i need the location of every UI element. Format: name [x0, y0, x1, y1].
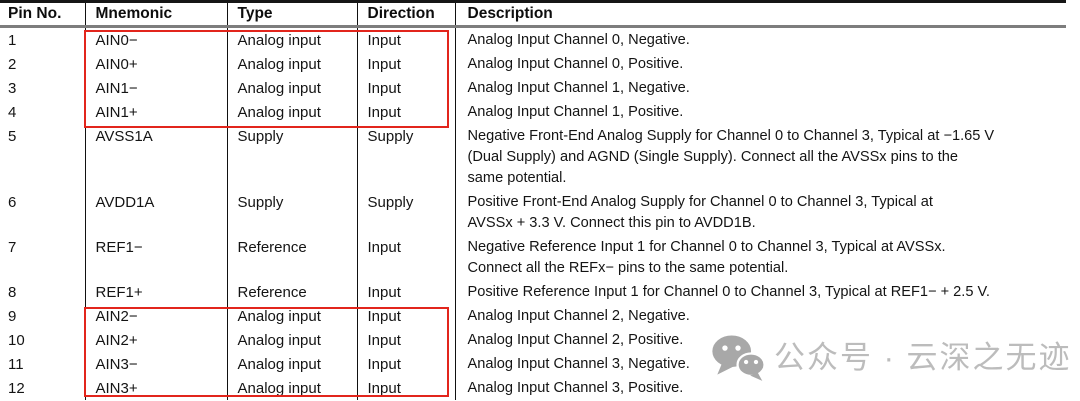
- description-line: Analog Input Channel 2, Positive.: [467, 332, 684, 348]
- cell-direction: Supply: [356, 124, 455, 190]
- description-line: Negative Reference Input 1 for Channel 0…: [467, 239, 946, 255]
- description-line: Analog Input Channel 3, Positive.: [467, 380, 684, 396]
- cell-pin: 3: [8, 80, 17, 97]
- cell-description: Analog Input Channel 1, Positive.: [454, 100, 1066, 124]
- cell-type: Reference: [226, 235, 357, 280]
- cell-type: Analog input: [226, 376, 357, 400]
- cell-pin: 10: [8, 332, 25, 349]
- cell-description: Positive Front-End Analog Supply for Cha…: [454, 190, 1066, 235]
- cell-mnemonic: AIN0+: [84, 52, 227, 76]
- cell-mnemonic: AIN1−: [84, 76, 227, 100]
- column-header-mnemonic: Mnemonic: [84, 1, 227, 28]
- cell-pin: 8: [8, 284, 17, 301]
- cell-direction: Input: [356, 280, 455, 304]
- cell-direction: Input: [356, 352, 455, 376]
- cell-type: Analog input: [226, 352, 357, 376]
- cell-mnemonic: AIN2+: [84, 328, 227, 352]
- cell-mnemonic: AIN3−: [84, 352, 227, 376]
- cell-pin: 1: [8, 32, 17, 49]
- cell-direction: Input: [356, 304, 455, 328]
- cell-mnemonic: REF1−: [84, 235, 227, 280]
- description-line: Analog Input Channel 2, Negative.: [467, 308, 690, 324]
- cell-direction: Input: [356, 26, 455, 52]
- cell-pin: 9: [8, 308, 17, 325]
- cell-mnemonic: AIN1+: [84, 100, 227, 124]
- cell-pin: 6: [8, 194, 17, 211]
- cell-description: Negative Reference Input 1 for Channel 0…: [454, 235, 1066, 280]
- column-header-description: Description: [454, 1, 1066, 28]
- cell-description: Analog Input Channel 1, Negative.: [454, 76, 1066, 100]
- description-line: Positive Reference Input 1 for Channel 0…: [467, 284, 990, 300]
- table-header: Pin No. Mnemonic Type Direction Descript…: [0, 1, 1066, 28]
- cell-type: Analog input: [226, 328, 357, 352]
- cell-description: Analog Input Channel 2, Negative.: [454, 304, 1066, 328]
- cell-description: Analog Input Channel 2, Positive.: [454, 328, 1066, 352]
- description-line: Connect all the REFx− pins to the same p…: [467, 260, 789, 276]
- cell-direction: Input: [356, 376, 455, 400]
- column-header-type: Type: [226, 1, 357, 28]
- column-header-direction: Direction: [356, 1, 455, 28]
- cell-pin: 11: [8, 356, 24, 373]
- cell-direction: Input: [356, 328, 455, 352]
- cell-type: Analog input: [226, 304, 357, 328]
- cell-pin: 2: [8, 56, 17, 73]
- cell-mnemonic: AVDD1A: [84, 190, 227, 235]
- description-line: Analog Input Channel 1, Negative.: [467, 80, 690, 96]
- cell-direction: Input: [356, 235, 455, 280]
- description-line: same potential.: [467, 170, 567, 186]
- cell-direction: Supply: [356, 190, 455, 235]
- cell-mnemonic: AIN2−: [84, 304, 227, 328]
- cell-description: Analog Input Channel 0, Positive.: [454, 52, 1066, 76]
- cell-pin: 5: [8, 128, 17, 145]
- cell-description: Analog Input Channel 3, Negative.: [454, 352, 1066, 376]
- cell-type: Analog input: [226, 52, 357, 76]
- cell-description: Analog Input Channel 0, Negative.: [454, 26, 1066, 52]
- description-line: Analog Input Channel 0, Positive.: [467, 56, 684, 72]
- header-row: Pin No. Mnemonic Type Direction Descript…: [0, 1, 1066, 28]
- cell-description: Analog Input Channel 3, Positive.: [454, 376, 1066, 400]
- description-line: AVSSx + 3.3 V. Connect this pin to AVDD1…: [467, 215, 756, 231]
- cell-pin: 7: [8, 239, 17, 256]
- cell-mnemonic: AIN3+: [84, 376, 227, 400]
- description-line: (Dual Supply) and AGND (Single Supply). …: [467, 149, 959, 165]
- cell-mnemonic: AIN0−: [84, 26, 227, 52]
- column-header-pin-no: Pin No.: [0, 1, 85, 28]
- cell-description: Positive Reference Input 1 for Channel 0…: [454, 280, 1066, 304]
- cell-direction: Input: [356, 52, 455, 76]
- cell-type: Reference: [226, 280, 357, 304]
- cell-type: Analog input: [226, 26, 357, 52]
- cell-description: Negative Front-End Analog Supply for Cha…: [454, 124, 1066, 190]
- cell-pin: 12: [8, 380, 25, 397]
- description-line: Positive Front-End Analog Supply for Cha…: [467, 194, 933, 210]
- cell-mnemonic: AVSS1A: [84, 124, 227, 190]
- cell-type: Analog input: [226, 76, 357, 100]
- cell-mnemonic: REF1+: [84, 280, 227, 304]
- description-line: Analog Input Channel 0, Negative.: [467, 32, 690, 48]
- description-line: Negative Front-End Analog Supply for Cha…: [467, 128, 995, 144]
- cell-pin: 4: [8, 104, 17, 121]
- cell-type: Supply: [226, 124, 357, 190]
- cell-direction: Input: [356, 76, 455, 100]
- cell-type: Analog input: [226, 100, 357, 124]
- description-line: Analog Input Channel 1, Positive.: [467, 104, 684, 120]
- description-line: Analog Input Channel 3, Negative.: [467, 356, 690, 372]
- cell-direction: Input: [356, 100, 455, 124]
- cell-type: Supply: [226, 190, 357, 235]
